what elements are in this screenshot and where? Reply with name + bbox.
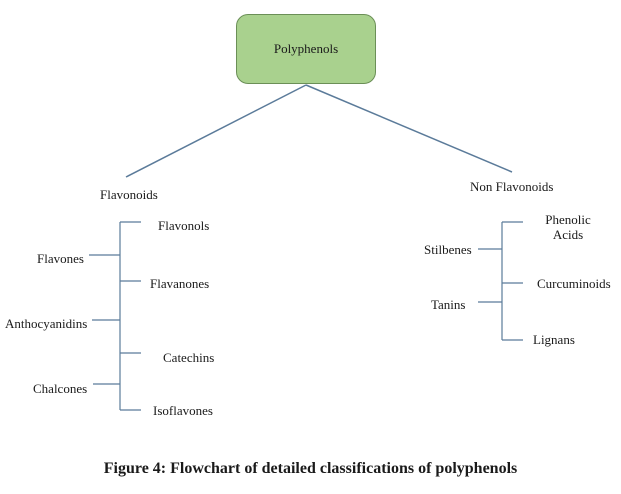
item-flavones: Flavones: [37, 251, 84, 266]
item-flavanones: Flavanones: [150, 276, 210, 291]
item-stilbenes: Stilbenes: [424, 242, 472, 257]
connector-root-to-flavonoids: [125, 84, 307, 178]
branch-label-flavonoids: Flavonoids: [100, 187, 158, 202]
figure-caption: Figure 4: Flowchart of detailed classifi…: [103, 460, 518, 477]
root-node-label: Polyphenols: [273, 41, 339, 56]
root-node-polyphenols: Polyphenols: [236, 14, 376, 84]
item-curcuminoids: Curcuminoids: [537, 276, 611, 291]
item-chalcones: Chalcones: [33, 381, 88, 396]
item-tanins: Tanins: [431, 297, 466, 312]
item-anthocyanidins: Anthocyanidins: [5, 316, 88, 331]
item-isoflavones: Isoflavones: [153, 403, 213, 418]
item-flavonols: Flavonols: [158, 218, 210, 233]
branch-label-non-flavonoids: Non Flavonoids: [470, 179, 554, 194]
item-phenolic-acids: Phenolic Acids: [545, 212, 591, 242]
item-catechins: Catechins: [163, 350, 215, 365]
item-lignans: Lignans: [533, 332, 575, 347]
connector-root-to-non-flavonoids: [305, 84, 513, 173]
